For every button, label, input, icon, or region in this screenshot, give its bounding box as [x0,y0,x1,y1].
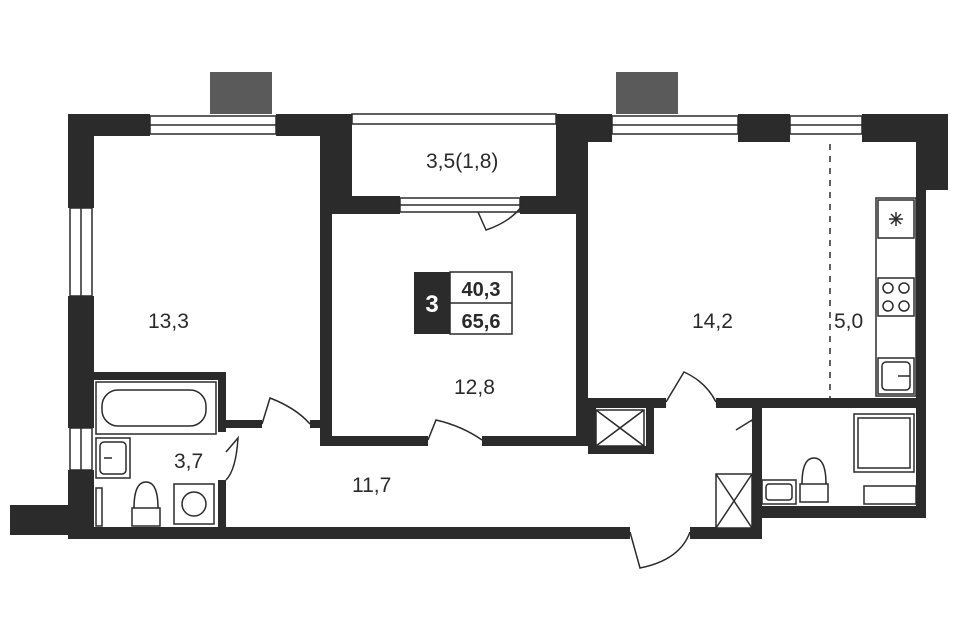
shower-icon [853,413,915,473]
radiator-left [210,72,272,114]
windows [69,113,863,471]
stove-icon [877,277,915,317]
room-area-balcony: 3,5(1,8) [426,150,498,173]
room-area-kitchen: 5,0 [834,310,863,333]
fan-icon [877,199,915,239]
room-area-bedroom-left: 13,3 [148,310,189,333]
washing-machine-icon [173,483,215,525]
toilet-shelf [863,485,917,505]
radiator-right [616,72,678,114]
room-area-hallway: 11,7 [352,474,391,497]
sink-icon [95,437,131,479]
rooms-count: 3 [425,291,438,318]
doors [225,205,760,569]
toilet-icon [799,457,829,503]
living-area: 40,3 [462,279,501,301]
sink-icon [761,479,797,505]
kitchen-unit [875,197,917,397]
bath-partition [95,487,103,527]
room-area-living-room: 14,2 [692,310,733,333]
walls [10,114,948,539]
ventilation-shaft-icon [595,409,753,529]
sink-icon [877,357,915,395]
room-area-bathroom: 3,7 [174,450,203,473]
total-area: 65,6 [462,311,501,333]
room-area-bedroom-center: 12,8 [454,376,495,399]
toilet-icon [131,481,161,527]
apartment-badge: 3 40,3 65,6 [414,271,513,335]
bathtub-icon [95,381,217,435]
